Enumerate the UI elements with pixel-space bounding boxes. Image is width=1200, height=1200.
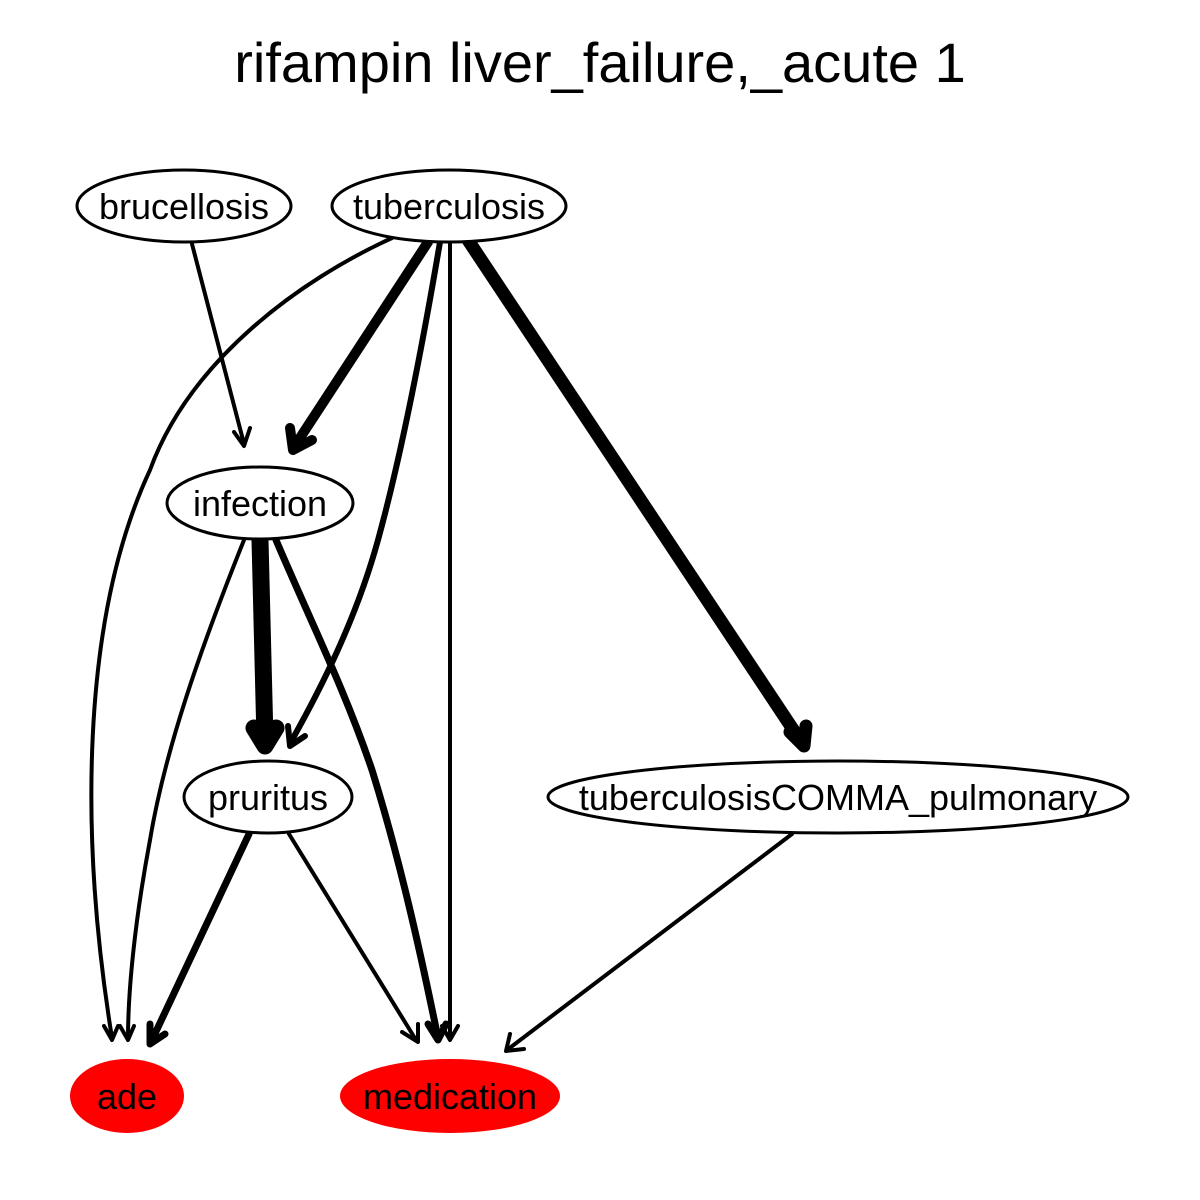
node-infection: infection — [165, 465, 355, 541]
edge-infection-ade — [118, 538, 246, 1042]
node-label: tuberculosisCOMMA_pulmonary — [579, 777, 1097, 818]
node-ade: ade — [70, 1059, 184, 1133]
node-shape — [75, 168, 293, 244]
edge-pruritus-ade — [146, 830, 253, 1048]
node-shape — [182, 759, 354, 835]
node-medication: medication — [340, 1059, 560, 1133]
node-label: brucellosis — [99, 186, 269, 227]
node-shape — [340, 1059, 560, 1133]
edge-tuberculosis-pulmonary-medication — [504, 832, 794, 1053]
edge-tuberculosis-ade — [89, 236, 394, 1042]
edge-brucellosis-infection — [190, 242, 252, 448]
edge-tuberculosis-infection — [285, 237, 433, 455]
edge-infection-pruritus — [245, 531, 285, 755]
node-brucellosis: brucellosis — [75, 168, 293, 244]
edge-pruritus-medication — [287, 832, 420, 1044]
edge-tuberculosis-pruritus — [285, 239, 443, 749]
node-shape — [330, 168, 568, 244]
edge-infection-medication — [272, 536, 450, 1044]
node-tuberculosis: tuberculosis — [330, 168, 568, 244]
node-label: medication — [363, 1076, 537, 1117]
node-shape — [70, 1059, 184, 1133]
nodes: brucellosis tuberculosis infection pruri… — [70, 168, 1130, 1133]
edge-tuberculosis-medication — [440, 240, 460, 1042]
node-label: pruritus — [208, 777, 328, 818]
node-label: ade — [97, 1076, 157, 1117]
edges — [89, 233, 813, 1053]
node-label: tuberculosis — [353, 186, 545, 227]
node-pruritus: pruritus — [182, 759, 354, 835]
graph-title: rifampin liver_failure,_acute 1 — [234, 31, 965, 94]
node-label: infection — [193, 483, 327, 524]
node-shape — [546, 759, 1130, 835]
node-shape — [165, 465, 355, 541]
edge-tuberculosis-tuberculosis-pulmonary — [461, 233, 813, 753]
node-tuberculosis-pulmonary: tuberculosisCOMMA_pulmonary — [546, 759, 1130, 835]
